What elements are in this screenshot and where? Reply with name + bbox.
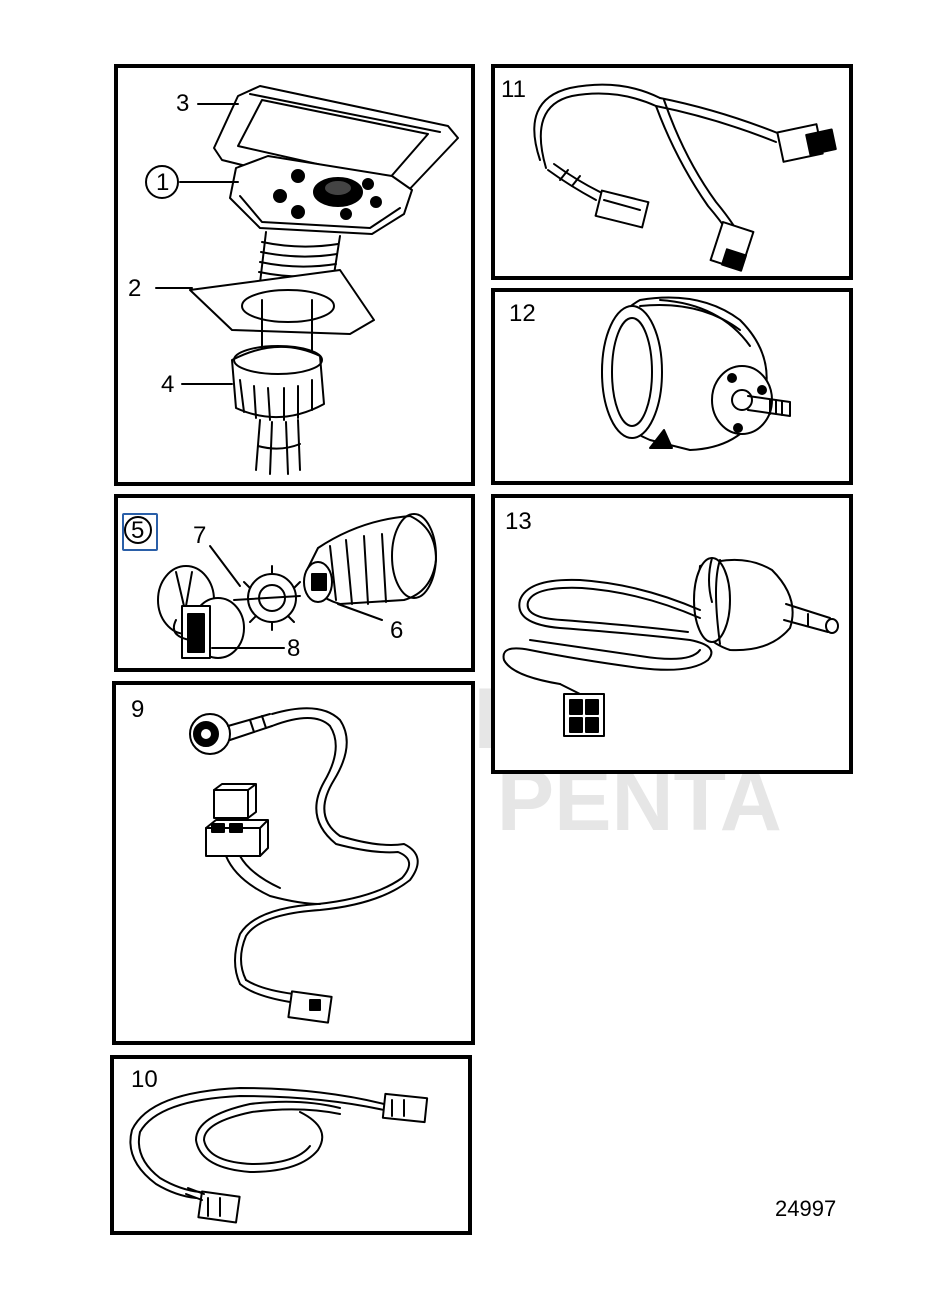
panel-13 [491, 494, 853, 774]
label-6: 6 [390, 617, 404, 644]
panel-10 [110, 1055, 472, 1235]
label-9: 9 [131, 696, 145, 723]
label-7: 7 [193, 522, 207, 549]
label-11: 11 [501, 76, 526, 103]
ignition-switch-assembly [157, 513, 437, 659]
label-4: 4 [161, 371, 175, 398]
drawing-number: 24997 [775, 1196, 837, 1221]
panel-9 [112, 681, 475, 1045]
harness-11 [533, 83, 837, 272]
harness-9 [189, 707, 419, 1024]
label-5: 5 [131, 517, 145, 544]
item-5-highlight [122, 513, 158, 551]
gauge-12 [601, 296, 791, 451]
label-3: 3 [176, 90, 190, 117]
label-10: 10 [131, 1066, 158, 1093]
label-2: 2 [128, 275, 142, 302]
label-1: 1 [156, 169, 170, 196]
label-8: 8 [287, 635, 301, 662]
label-13: 13 [505, 508, 532, 535]
cable-10 [129, 1087, 429, 1224]
item-1-circle [145, 165, 179, 199]
control-unit-assembly [155, 85, 459, 475]
sender-13 [502, 557, 839, 737]
label-12: 12 [509, 300, 536, 327]
